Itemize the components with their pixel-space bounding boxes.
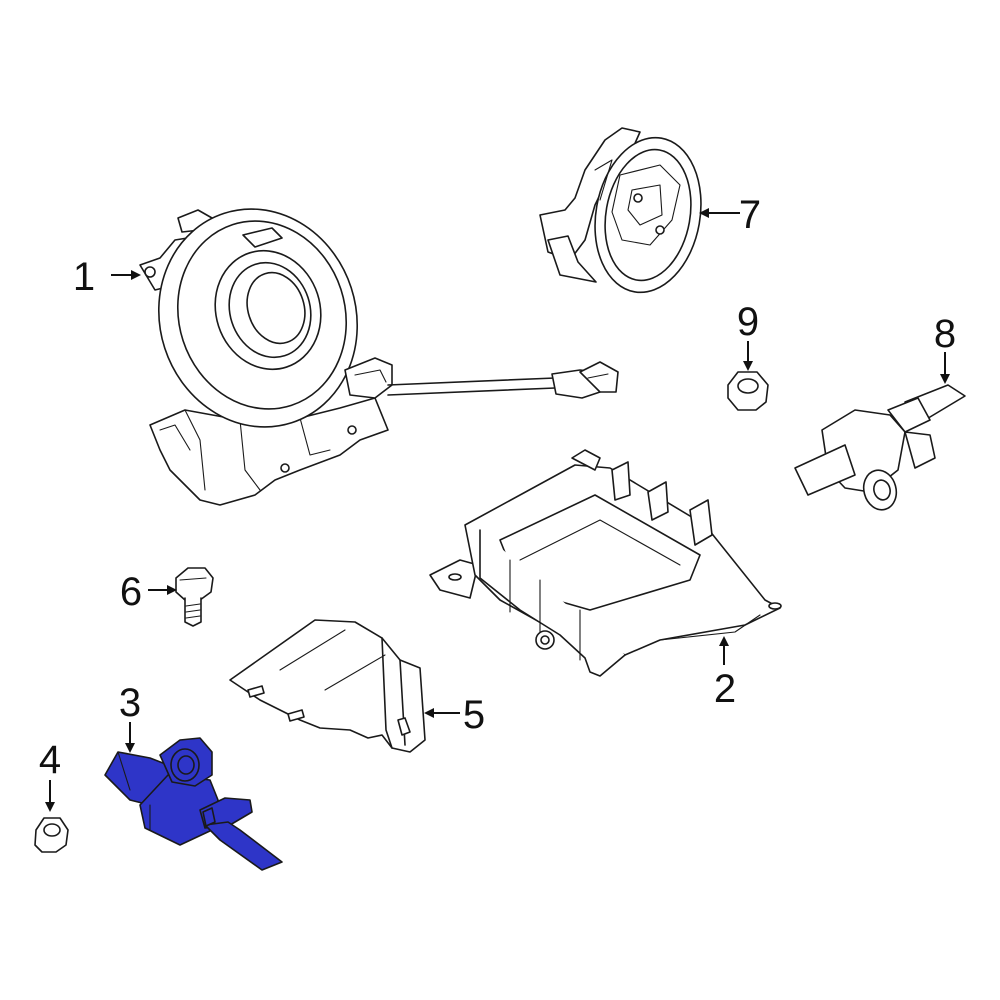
callout-1: 1 [73,255,95,299]
callout-4: 4 [39,738,61,782]
part-2-control-module[interactable] [429,449,782,677]
part-3-highlighted-sensor[interactable] [104,737,283,871]
part-5-bracket[interactable] [229,619,426,753]
callout-3: 3 [119,681,141,725]
callout-7: 7 [739,193,761,237]
callout-arrows [45,208,950,812]
callout-9: 9 [737,300,759,344]
part-4-nut[interactable] [34,817,69,853]
callout-2: 2 [714,667,736,711]
callout-8: 8 [934,312,956,356]
part-6-bolt[interactable] [175,567,214,627]
part-7-sensor-ring[interactable] [539,127,713,301]
part-9-nut[interactable] [727,371,769,411]
part-8-impact-sensor[interactable] [794,384,966,513]
callout-6: 6 [120,570,142,614]
callout-5: 5 [463,693,485,737]
part-1-clockspring[interactable] [131,183,619,506]
